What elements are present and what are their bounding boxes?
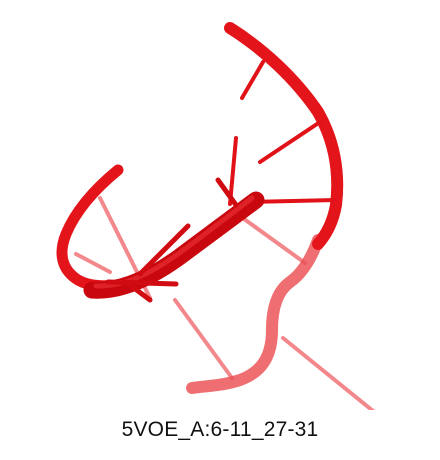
base-stick [240, 60, 265, 100]
structure-caption: 5VOE_A:6-11_27-31 [121, 418, 319, 441]
base-stick [258, 120, 322, 164]
base-stick [123, 279, 153, 303]
backbone-upper [224, 22, 344, 250]
front-base-sticks [105, 177, 239, 303]
base-stick [137, 223, 191, 277]
base-stick [173, 298, 234, 380]
backbone-lower [186, 234, 324, 394]
base-stick [215, 177, 239, 208]
base-stick [74, 252, 112, 274]
right-base-sticks [228, 60, 338, 206]
rna-structure-render [56, 22, 376, 410]
backbone-front [83, 191, 265, 299]
base-stick [238, 214, 307, 265]
backbone-left-loop [56, 164, 136, 292]
base-stick [281, 336, 376, 410]
base-stick [105, 279, 179, 287]
base-stick [228, 136, 238, 206]
